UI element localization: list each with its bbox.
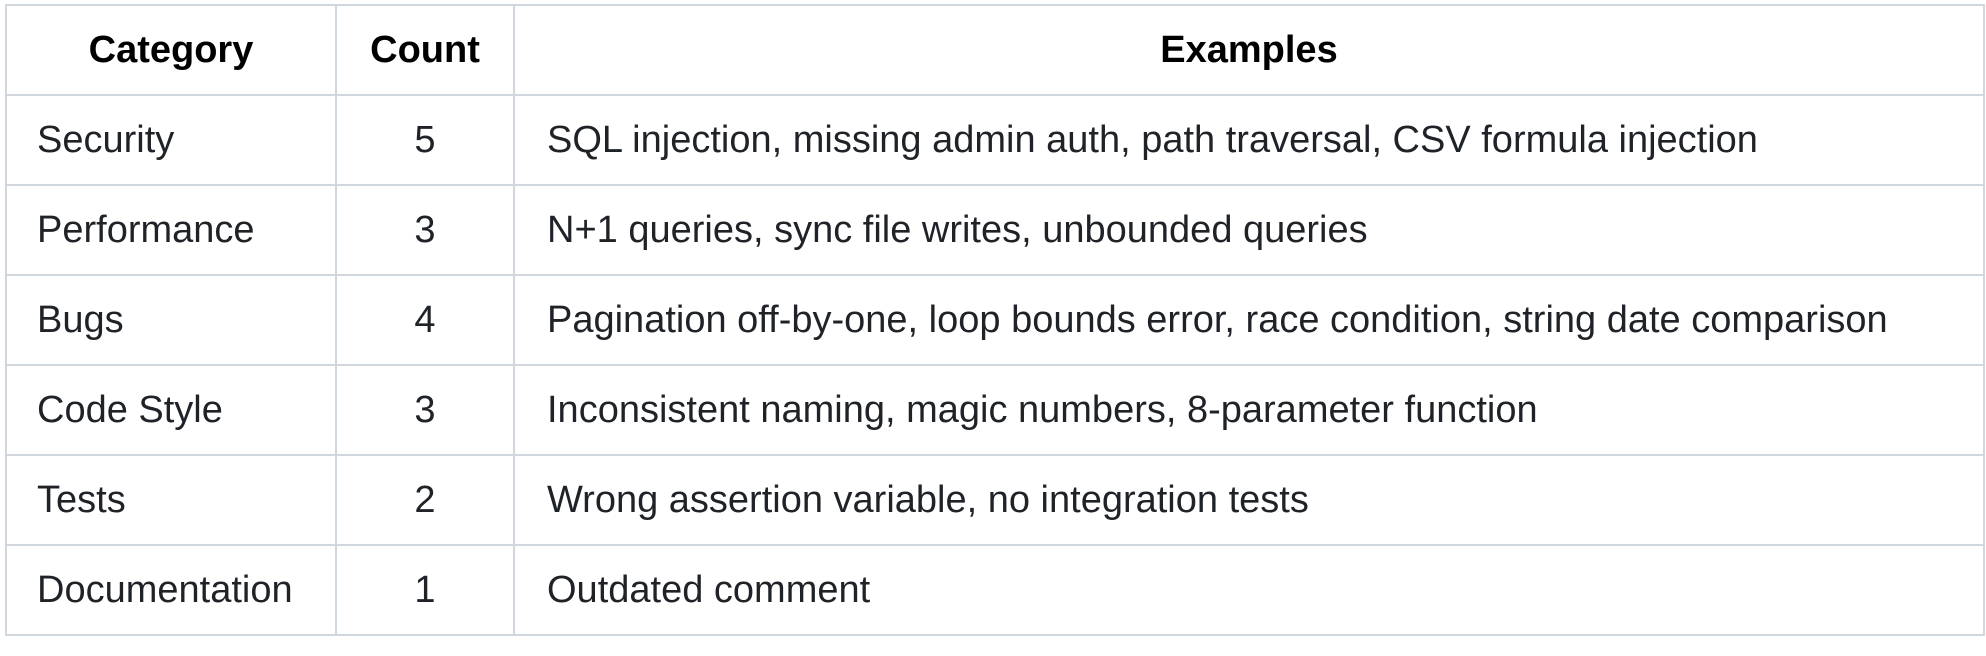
count-cell: 2	[335, 454, 515, 546]
count-cell: 3	[335, 364, 515, 456]
count-cell: 5	[335, 94, 515, 186]
review-summary-table: Category Count Examples Security 5 SQL i…	[5, 4, 1985, 636]
category-cell: Security	[5, 94, 337, 186]
category-cell: Bugs	[5, 274, 337, 366]
table-header: Category Count Examples	[5, 4, 1985, 96]
examples-cell: Inconsistent naming, magic numbers, 8-pa…	[513, 364, 1985, 456]
table-row: Code Style 3 Inconsistent naming, magic …	[5, 364, 1985, 456]
header-category: Category	[5, 4, 337, 96]
table-row: Security 5 SQL injection, missing admin …	[5, 94, 1985, 186]
examples-cell: N+1 queries, sync file writes, unbounded…	[513, 184, 1985, 276]
category-cell: Tests	[5, 454, 337, 546]
examples-cell: Pagination off-by-one, loop bounds error…	[513, 274, 1985, 366]
count-cell: 3	[335, 184, 515, 276]
count-cell: 4	[335, 274, 515, 366]
table-row: Documentation 1 Outdated comment	[5, 544, 1985, 636]
examples-cell: SQL injection, missing admin auth, path …	[513, 94, 1985, 186]
examples-cell: Wrong assertion variable, no integration…	[513, 454, 1985, 546]
table-row: Tests 2 Wrong assertion variable, no int…	[5, 454, 1985, 546]
table-container: Category Count Examples Security 5 SQL i…	[5, 4, 1985, 636]
category-cell: Code Style	[5, 364, 337, 456]
header-count: Count	[335, 4, 515, 96]
table-body: Security 5 SQL injection, missing admin …	[5, 94, 1985, 636]
header-row: Category Count Examples	[5, 4, 1985, 96]
category-cell: Documentation	[5, 544, 337, 636]
header-examples: Examples	[513, 4, 1985, 96]
table-row: Performance 3 N+1 queries, sync file wri…	[5, 184, 1985, 276]
count-cell: 1	[335, 544, 515, 636]
examples-cell: Outdated comment	[513, 544, 1985, 636]
table-row: Bugs 4 Pagination off-by-one, loop bound…	[5, 274, 1985, 366]
category-cell: Performance	[5, 184, 337, 276]
